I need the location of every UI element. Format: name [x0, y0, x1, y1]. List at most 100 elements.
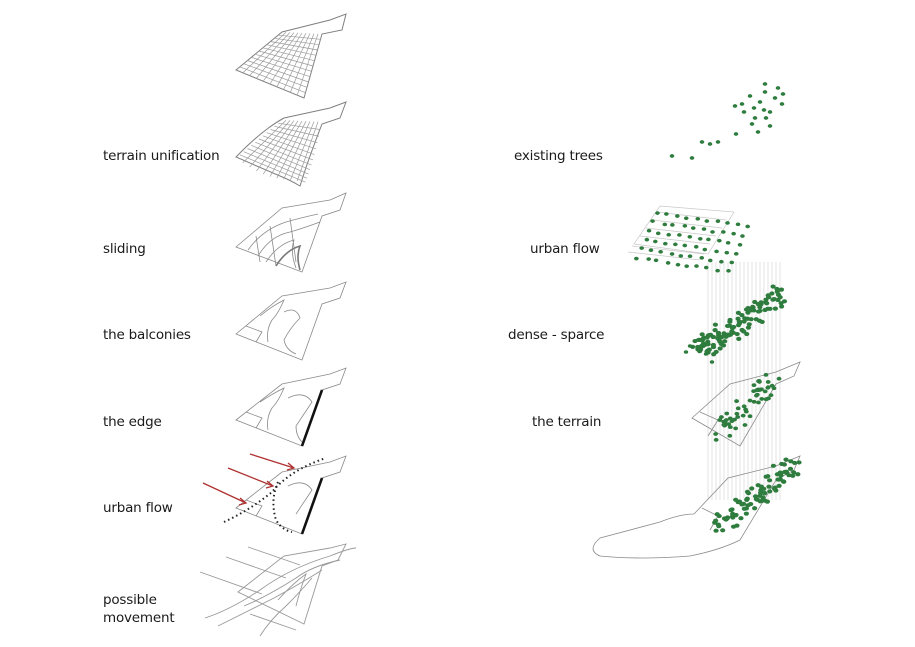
tree-dot — [781, 462, 787, 467]
tree-dot — [765, 306, 771, 311]
tree-dot — [737, 242, 743, 247]
tree-dot — [743, 409, 749, 414]
grid-line — [283, 33, 311, 90]
tree-dot — [752, 116, 758, 120]
tree-dot — [766, 478, 773, 483]
tree-dot — [670, 223, 675, 227]
label-terrain-unification: terrain unification — [103, 148, 220, 164]
tree-dot — [695, 216, 701, 221]
tree-dot — [754, 393, 759, 398]
tree-dot — [772, 306, 779, 311]
tree-dot — [721, 230, 726, 234]
tree-dot — [790, 473, 796, 478]
tree-dot — [776, 483, 782, 488]
tree-dot — [675, 262, 681, 267]
label-urban-flow-right: urban flow — [530, 241, 600, 257]
tree-dot — [644, 237, 650, 242]
label-possible-movement: possible movement — [103, 591, 175, 627]
tree-dot — [739, 313, 745, 318]
grid-line — [270, 129, 318, 144]
tree-dot — [742, 316, 748, 321]
tree-dot — [747, 398, 753, 403]
tree-dot — [695, 347, 701, 352]
tree-dot — [699, 140, 705, 144]
grid-line — [296, 33, 319, 96]
grid-line — [276, 121, 307, 179]
tree-dot — [740, 501, 747, 506]
tree-dot — [765, 474, 771, 479]
tree-dot — [772, 96, 778, 100]
grid-line — [258, 138, 314, 161]
tree-dots — [634, 82, 802, 533]
tree-dot — [748, 317, 754, 322]
tree-dot — [721, 419, 727, 424]
grid-line — [249, 120, 291, 168]
tree-dot — [770, 284, 776, 289]
tree-dot — [725, 240, 731, 245]
tree-dot — [741, 319, 747, 324]
tree-dot — [663, 241, 668, 246]
movement-lines — [199, 543, 357, 637]
tree-dot — [710, 230, 715, 234]
tree-dot — [761, 108, 767, 112]
tree-dot — [706, 347, 712, 352]
label-line-1: possible — [103, 592, 157, 608]
tree-dot — [687, 344, 693, 348]
tree-dot — [759, 319, 765, 325]
tree-dot — [746, 322, 752, 327]
tree-dot — [716, 333, 722, 338]
grid-line — [278, 122, 321, 130]
tree-dot — [727, 332, 734, 337]
tree-dot — [662, 222, 668, 227]
tree-dot — [689, 156, 695, 160]
tree-dot — [791, 470, 797, 475]
tree-dot — [703, 265, 709, 270]
tree-dot — [751, 106, 757, 110]
tree-dot — [745, 224, 750, 229]
tree-dot — [744, 489, 751, 494]
tree-dot — [726, 268, 731, 273]
tree-dot — [693, 244, 699, 249]
tree-dot — [759, 397, 765, 401]
tree-dot — [728, 508, 734, 513]
tree-dot — [704, 219, 710, 223]
tree-dot — [788, 459, 794, 464]
tree-dot — [646, 228, 652, 233]
tree-dot — [684, 264, 689, 269]
tree-dot — [747, 414, 753, 419]
tree-dot — [747, 94, 753, 98]
label-urban-flow-left: urban flow — [103, 500, 173, 516]
tree-dot — [664, 212, 669, 216]
tree-dot — [704, 335, 710, 340]
tree-dot — [765, 385, 771, 390]
tree-dot — [669, 252, 675, 256]
tree-dot — [786, 473, 792, 478]
tree-dot — [735, 415, 741, 419]
tree-dot — [762, 490, 768, 496]
tree-dot — [729, 260, 735, 265]
grid-line — [243, 151, 308, 179]
tree-dot — [791, 460, 798, 465]
tree-dot — [755, 130, 761, 134]
tree-dot — [734, 523, 740, 528]
tree-dot — [765, 380, 771, 384]
tree-dot — [717, 418, 723, 422]
balcony-outlines — [235, 281, 347, 361]
tree-dot — [766, 396, 771, 401]
tree-dot — [759, 387, 764, 392]
tree-dot — [767, 489, 773, 494]
terrain-outline-full — [592, 455, 801, 559]
tree-dot — [707, 258, 713, 263]
tree-dot — [655, 211, 660, 215]
tree-dot — [779, 304, 785, 309]
tree-dot — [726, 422, 732, 427]
tree-dot — [655, 231, 661, 236]
tree-dot — [677, 233, 682, 237]
tree-dot — [707, 142, 713, 146]
tree-dot — [732, 104, 738, 108]
tree-dot — [687, 254, 693, 259]
tree-dot — [762, 389, 768, 394]
tree-dot — [749, 122, 755, 126]
tree-dot — [758, 302, 764, 307]
